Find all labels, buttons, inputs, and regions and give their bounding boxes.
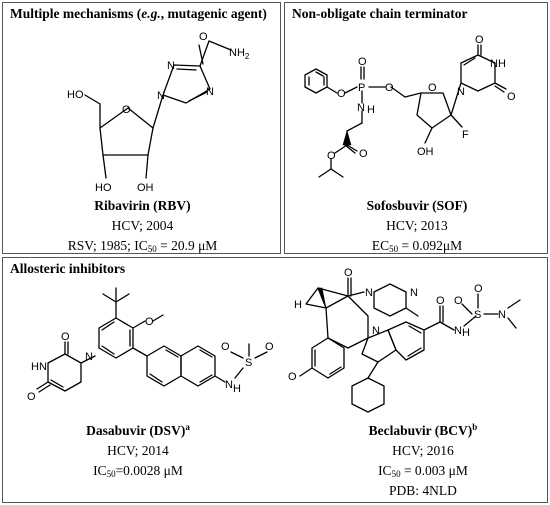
- approval-line: HCV; 2004: [111, 218, 174, 233]
- beclabuvir-structure: O N N H N O O N H S O O N: [288, 267, 521, 413]
- nitrogen-label: N: [365, 287, 373, 299]
- methoxy-oxygen-label: O: [288, 371, 297, 383]
- compound-name: Beclabuvir (BCV)b: [368, 422, 478, 439]
- compound-name: Ribavirin (RBV): [94, 198, 191, 213]
- panel-title: Allosteric inhibitors: [10, 261, 126, 276]
- panel-allosteric: Allosteric inhibitors: [2, 257, 548, 503]
- phosphorus-label: P: [358, 82, 365, 94]
- nitrogen-label: NH: [490, 58, 506, 70]
- ic50-line: RSV; 1985; IC50 = 20.9 μM: [67, 238, 218, 254]
- nitrogen-label: N: [206, 86, 214, 98]
- oxygen-label: O: [474, 283, 483, 295]
- oxygen-label: O: [359, 148, 368, 160]
- hydroxyl-label: HO: [95, 182, 112, 194]
- ring-oxygen-label: O: [428, 82, 437, 94]
- hydroxyl-label: HO: [67, 89, 84, 101]
- carbonyl-oxygen-label: O: [344, 267, 353, 279]
- hydrogen-label: H: [462, 327, 470, 339]
- hydrogen-label: H: [233, 383, 241, 395]
- nitrogen-label: N: [225, 379, 233, 391]
- amine-label: NH2: [229, 47, 250, 61]
- hydroxyl-label: OH: [417, 146, 434, 158]
- oxygen-label: O: [436, 295, 445, 307]
- ribavirin-structure: O HO HO OH N N N O NH2: [67, 31, 250, 194]
- nitrogen-label: N: [498, 309, 506, 321]
- sulfur-label: S: [474, 309, 481, 321]
- dasabuvir-structure: O N HN O O N H S O O: [27, 287, 274, 403]
- panel-title: Non-obligate chain terminator: [292, 6, 468, 21]
- nitrogen-label: N: [85, 351, 93, 363]
- methoxy-oxygen-label: O: [145, 316, 154, 328]
- nh-label: HN: [31, 361, 47, 373]
- ec50-line: EC50 = 0.092μM: [371, 238, 463, 254]
- oxygen-label: O: [221, 341, 230, 353]
- oxygen-label: O: [27, 391, 36, 403]
- indole-nitrogen-label: N: [372, 325, 380, 337]
- oxygen-label: O: [265, 341, 274, 353]
- oxygen-label: O: [327, 150, 336, 162]
- nitrogen-label: N: [157, 90, 165, 102]
- oxygen-label: O: [61, 331, 70, 343]
- nitrogen-label: N: [357, 102, 365, 114]
- hydrogen-label: H: [367, 104, 375, 116]
- ribavirin-caption: Ribavirin (RBV) HCV; 2004 RSV; 1985; IC5…: [3, 196, 282, 256]
- nitrogen-label: N: [457, 86, 465, 98]
- compound-name: Dasabuvir (DSV)a: [86, 422, 190, 439]
- beclabuvir-caption: Beclabuvir (BCV)b HCV; 2016 IC50 = 0.003…: [298, 421, 548, 501]
- panel-sofosbuvir: Non-obligate chain terminator: [284, 2, 548, 254]
- nitrogen-label: N: [454, 325, 462, 337]
- approval-line: HCV; 2013: [386, 218, 448, 233]
- ic50-line: IC50 = 0.003 μM: [378, 463, 468, 479]
- oxygen-label: O: [385, 82, 394, 94]
- compound-name: Sofosbuvir (SOF): [366, 198, 468, 213]
- hydrogen-label: H: [294, 299, 302, 311]
- panel-ribavirin: Multiple mechanisms (e.g., mutagenic age…: [2, 2, 281, 254]
- dasabuvir-caption: Dasabuvir (DSV)a HCV; 2014 IC50=0.0028 μ…: [13, 421, 263, 481]
- amide-oxygen-label: O: [199, 31, 208, 43]
- nitrogen-label: N: [410, 287, 418, 299]
- ester-oxygen-label: O: [337, 88, 346, 100]
- oxygen-label: O: [454, 295, 463, 307]
- ic50-line: IC50=0.0028 μM: [93, 463, 183, 479]
- hydroxyl-label: OH: [137, 182, 154, 194]
- sofosbuvir-caption: Sofosbuvir (SOF) HCV; 2013 EC50 = 0.092μ…: [285, 196, 549, 256]
- panel-title: Multiple mechanisms (e.g., mutagenic age…: [10, 6, 267, 21]
- sulfur-label: S: [245, 357, 252, 369]
- ring-oxygen-label: O: [122, 104, 131, 116]
- pdb-line: PDB: 4NLD: [389, 483, 457, 498]
- approval-line: HCV; 2016: [392, 443, 454, 458]
- oxygen-label: O: [358, 56, 367, 68]
- sofosbuvir-structure: O P O O N H O O O OH F N NH O O: [304, 34, 516, 178]
- oxygen-label: O: [475, 34, 484, 46]
- fluorine-label: F: [462, 129, 469, 141]
- oxygen-label: O: [507, 91, 516, 103]
- nitrogen-label: N: [167, 60, 175, 72]
- approval-line: HCV; 2014: [107, 443, 169, 458]
